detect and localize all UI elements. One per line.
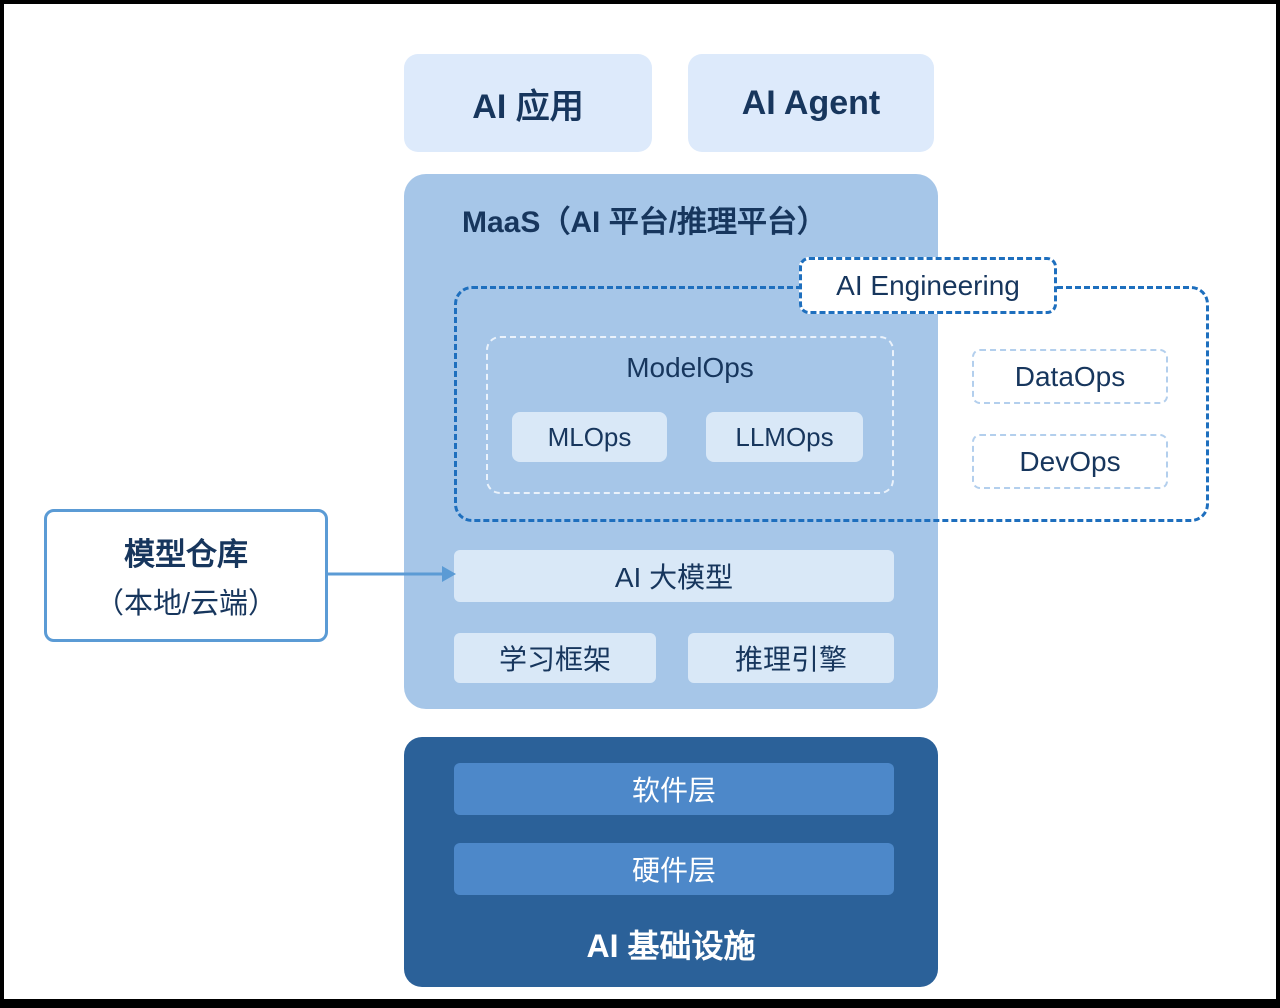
ai-agent-box: AI Agent	[688, 54, 934, 152]
llmops-box: LLMOps	[706, 412, 863, 462]
maas-title: MaaS（AI 平台/推理平台）	[462, 206, 828, 239]
learning-framework-label: 学习框架	[498, 644, 611, 675]
repo-to-model-arrow	[328, 566, 456, 582]
hardware-layer-label: 硬件层	[631, 855, 716, 886]
ai-application-label: AI 应用	[472, 87, 584, 126]
mlops-label: MLOps	[547, 421, 632, 452]
infrastructure-title: AI 基础设施	[586, 928, 756, 964]
inference-engine-label: 推理引擎	[734, 644, 847, 675]
model-repository-subtitle: （本地/云端）	[94, 588, 278, 620]
inference-engine-box: 推理引擎	[688, 633, 894, 683]
modelops-region	[486, 336, 894, 494]
hardware-layer-box: 硬件层	[454, 843, 894, 895]
ai-large-model-box: AI 大模型	[454, 550, 894, 602]
devops-label: DevOps	[1019, 445, 1121, 477]
software-layer-label: 软件层	[631, 775, 716, 806]
modelops-title: ModelOps	[626, 352, 754, 383]
ai-application-box: AI 应用	[404, 54, 652, 152]
software-layer-box: 软件层	[454, 763, 894, 815]
ai-engineering-label: AI Engineering	[836, 269, 1020, 301]
model-repository-title: 模型仓库	[124, 537, 248, 572]
dataops-box: DataOps	[972, 349, 1168, 404]
model-repository-box: 模型仓库 （本地/云端）	[44, 509, 328, 642]
ai-engineering-label-box: AI Engineering	[799, 257, 1057, 314]
devops-box: DevOps	[972, 434, 1168, 489]
mlops-box: MLOps	[512, 412, 667, 462]
llmops-label: LLMOps	[735, 421, 834, 452]
dataops-label: DataOps	[1014, 360, 1126, 392]
ai-agent-label: AI Agent	[741, 83, 881, 122]
learning-framework-box: 学习框架	[454, 633, 656, 683]
ai-large-model-label: AI 大模型	[614, 562, 734, 593]
